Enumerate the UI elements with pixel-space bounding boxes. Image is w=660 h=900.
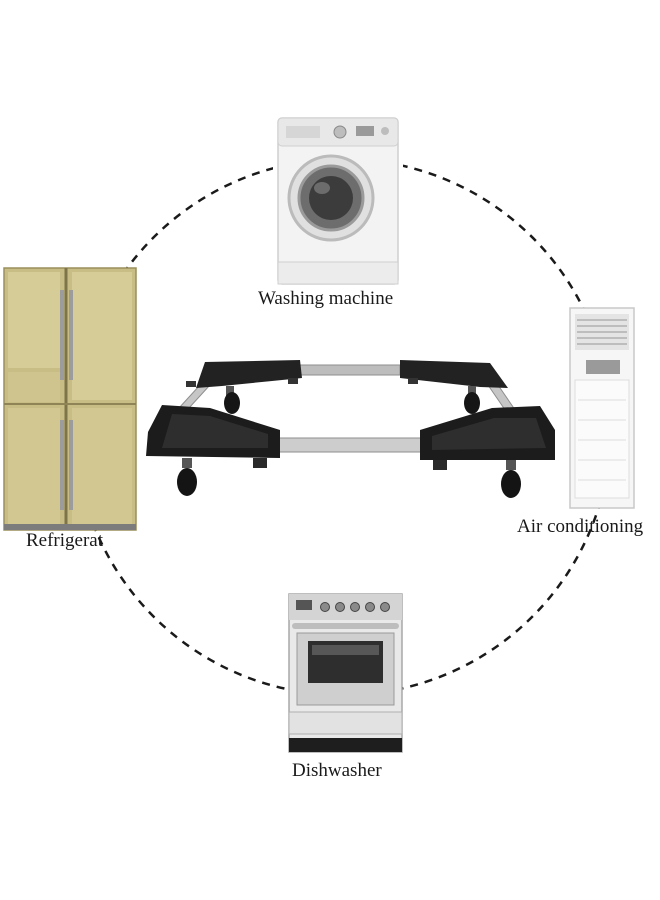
washing-machine-icon [273,112,403,292]
oven-icon [288,593,403,753]
mobile-stand-icon [146,360,555,498]
air-conditioning-label: Air conditioning [517,516,644,537]
dishwasher-label: Dishwasher [292,760,382,781]
washing-machine-label: Washing machine [258,288,394,309]
air-conditioner-icon [569,307,635,509]
refrigerator-label: Refrigerat [26,530,104,551]
refrigerator-icon [3,267,137,531]
